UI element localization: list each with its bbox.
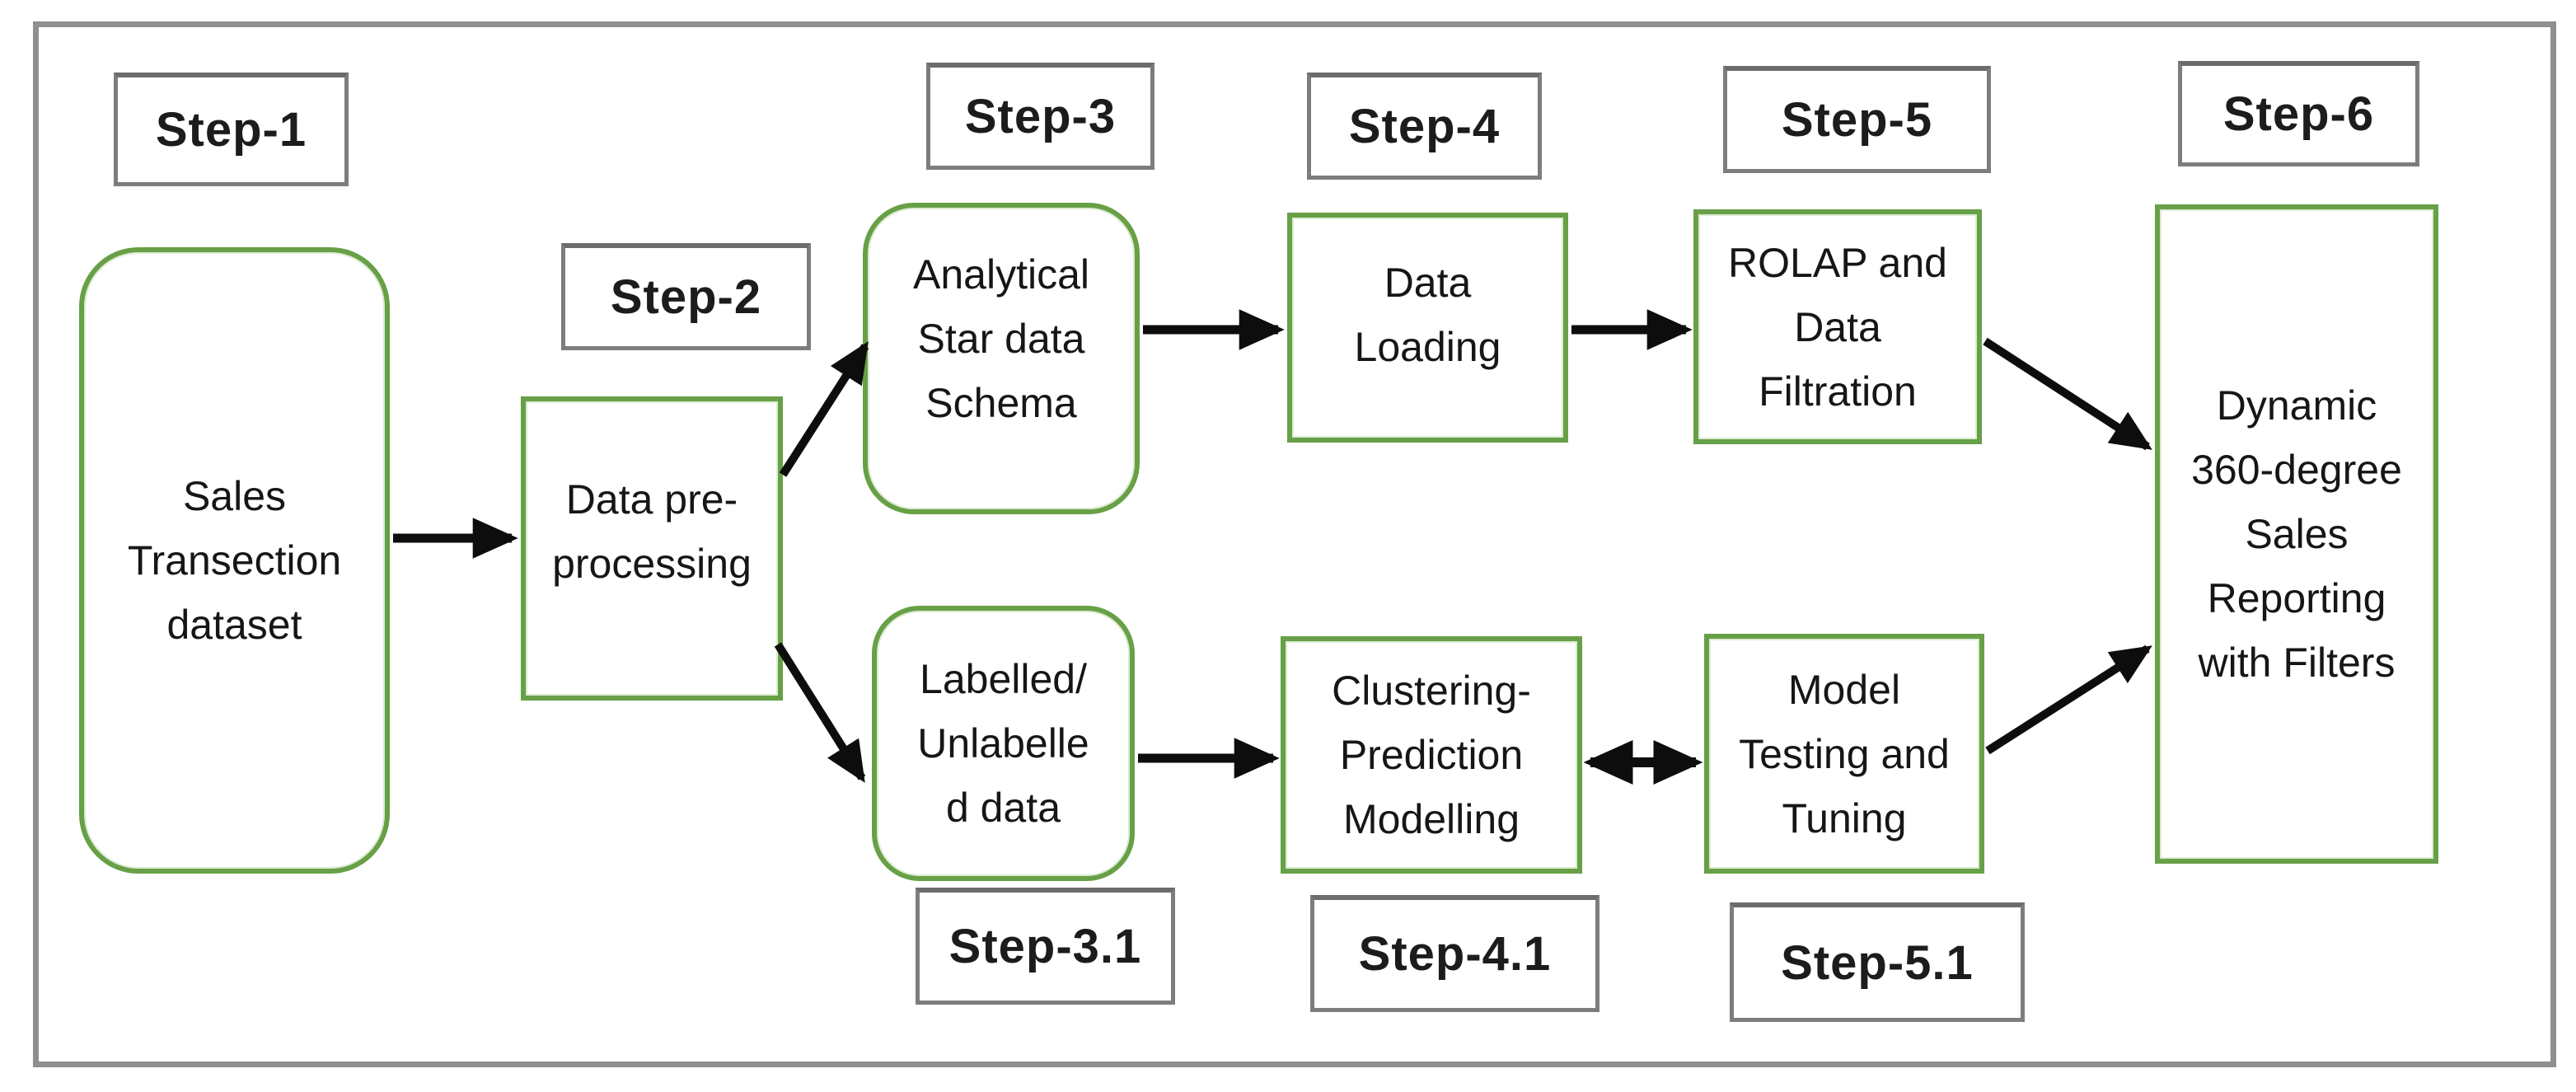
node-text-line: Unlabelle	[917, 720, 1089, 766]
node-text-line: Transection	[127, 537, 342, 583]
step-label-3-text: Step-3	[964, 90, 1117, 143]
node-dynamic-360-sales-reporting: Dynamic 360-degree Sales Reporting with …	[2155, 204, 2438, 864]
node-text-line: Schema	[925, 380, 1077, 426]
step-label-3: Step-3	[926, 63, 1155, 170]
step-label-4-1-text: Step-4.1	[1358, 927, 1552, 981]
node-text-line: 360-degree	[2191, 447, 2402, 493]
node-text-line: Sales	[182, 473, 287, 519]
node-text-line: Testing and	[1739, 730, 1950, 777]
node-text-line: Model	[1787, 666, 1901, 713]
node-text-line: dataset	[166, 602, 302, 648]
step-label-1-text: Step-1	[155, 103, 307, 157]
node-text-line: Data	[1794, 303, 1881, 350]
step-label-4: Step-4	[1307, 73, 1542, 180]
node-text-line: Loading	[1354, 324, 1501, 370]
node-text-line: Clustering-	[1332, 668, 1531, 714]
step-label-2-text: Step-2	[610, 270, 762, 324]
step-label-6: Step-6	[2178, 61, 2419, 166]
step-label-3-1-text: Step-3.1	[948, 920, 1142, 973]
step-label-3-1: Step-3.1	[916, 888, 1175, 1005]
node-sales-transaction-dataset: Sales Transection dataset	[79, 247, 390, 874]
step-label-5: Step-5	[1723, 66, 1991, 173]
node-text-line: Dynamic	[2216, 382, 2377, 429]
node-text-line: Prediction	[1339, 732, 1524, 778]
step-label-4-1: Step-4.1	[1310, 895, 1599, 1012]
node-text-line: Reporting	[2207, 575, 2386, 621]
node-text-line: with Filters	[2198, 640, 2396, 686]
step-label-5-1-text: Step-5.1	[1781, 935, 1974, 990]
node-text-line: Data pre-	[565, 476, 738, 523]
step-label-2: Step-2	[561, 243, 811, 350]
node-text-line: Tuning	[1782, 794, 1907, 841]
node-rolap-data-filtration: ROLAP and Data Filtration	[1693, 209, 1982, 444]
node-text-line: Modelling	[1342, 796, 1520, 842]
node-text-line: processing	[552, 541, 752, 587]
node-labelled-unlabelled-data: Labelled/ Unlabelle d data	[872, 606, 1135, 881]
node-text-line: ROLAP and	[1728, 239, 1947, 286]
diagram-frame	[33, 21, 2556, 1067]
node-analytical-star-schema: Analytical Star data Schema	[863, 203, 1140, 514]
node-data-preprocessing: Data pre- processing	[521, 396, 783, 701]
node-text-line: Filtration	[1759, 368, 1917, 415]
node-text-line: d data	[945, 785, 1061, 831]
step-label-5-1: Step-5.1	[1730, 902, 2025, 1022]
node-text-line: Sales	[2245, 511, 2349, 557]
step-label-4-text: Step-4	[1348, 100, 1501, 153]
node-text-line: Analytical	[913, 251, 1089, 298]
step-label-1: Step-1	[114, 73, 349, 186]
node-text-line: Labelled/	[920, 656, 1087, 702]
node-data-loading: Data Loading	[1287, 213, 1568, 443]
step-label-6-text: Step-6	[2222, 87, 2375, 141]
step-label-5-text: Step-5	[1781, 93, 1933, 147]
node-text-line: Data	[1384, 260, 1472, 306]
node-text-line: Star data	[917, 316, 1085, 362]
node-clustering-prediction-modelling: Clustering- Prediction Modelling	[1281, 636, 1582, 874]
node-model-testing-tuning: Model Testing and Tuning	[1704, 634, 1984, 874]
